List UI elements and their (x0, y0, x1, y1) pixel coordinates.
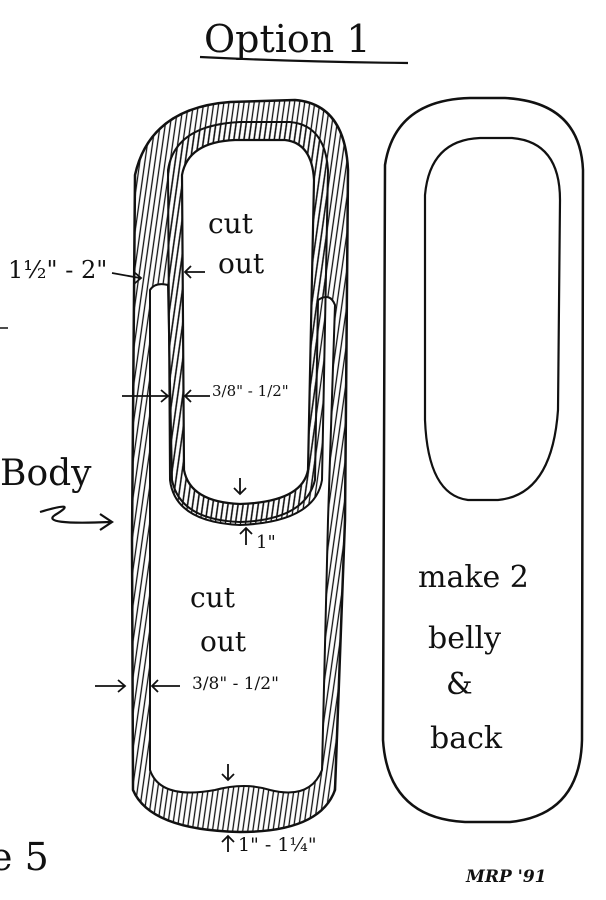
right-label-belly: belly (428, 621, 502, 656)
right-label-back: back (430, 721, 503, 756)
arrow-head-wall-right (183, 389, 210, 403)
arrow-head-bottom-down (233, 478, 247, 496)
page-title: Option 1 (204, 17, 371, 61)
figure-number-fragment: e 5 (0, 835, 49, 879)
signature: MRP '91 (466, 867, 547, 887)
right-inner-outline (423, 136, 562, 502)
dimension-arrows (39, 265, 253, 852)
arrow-tail-down (221, 764, 235, 782)
dim-head-wall-label: 3/8" - 1/2" (212, 382, 289, 400)
dim-side-top-label: 1½" - 2" (8, 256, 108, 284)
arrow-side-top-left (111, 271, 143, 285)
right-label-ampersand: & (446, 667, 473, 702)
arrow-tail-up (221, 834, 235, 852)
title-underline (199, 55, 409, 65)
body-cutout-label-1: cut (190, 581, 235, 614)
dim-body-wall-label: 3/8" - 1/2" (192, 674, 279, 694)
arrow-body-wall-left (95, 679, 127, 693)
arrow-body-wall-right (150, 679, 180, 693)
head-cutout-label-2: out (218, 247, 265, 280)
right-label-make-2: make 2 (418, 560, 529, 595)
arrow-head-wall-left (122, 389, 170, 403)
arrow-side-top-right (183, 265, 205, 279)
body-pointer-arrow (39, 505, 114, 531)
dim-head-bottom-label: 1" (256, 532, 276, 553)
arrow-head-bottom-up (239, 526, 253, 545)
head-cutout-area (180, 138, 316, 506)
body-cutout-label-2: out (200, 625, 247, 658)
body-label: Body (0, 453, 92, 494)
head-cutout-label-1: cut (208, 207, 253, 240)
dim-tail-label: 1" - 1¼" (238, 834, 317, 856)
